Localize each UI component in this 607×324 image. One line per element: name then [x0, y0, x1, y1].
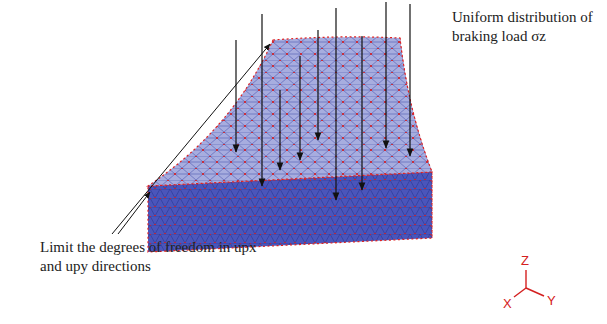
load-note: Uniform distribution of braking load σz — [452, 8, 602, 46]
leader-lines — [112, 44, 270, 234]
load-arrows — [236, 2, 410, 200]
axis-label: Z — [521, 253, 529, 268]
axis-triad — [514, 270, 544, 297]
constraint-note: Limit the degrees of freedom in upx and … — [40, 238, 280, 276]
axis-label: Y — [547, 293, 556, 308]
brake-pad-mesh — [148, 37, 432, 252]
axis-label: X — [503, 296, 512, 311]
